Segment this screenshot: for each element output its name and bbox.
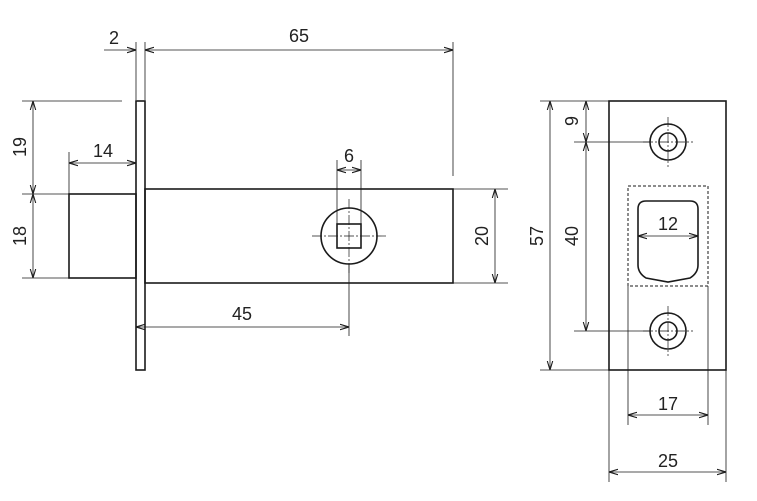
dim-lower-height: 18: [10, 226, 30, 246]
dim-case-height: 20: [472, 226, 492, 246]
dim-spindle-square: 6: [344, 146, 354, 166]
latch-opening-outline: [627, 185, 709, 287]
faceplate: [608, 100, 727, 371]
dim-screw-offset: 9: [562, 116, 582, 126]
latch-bolt: [68, 193, 137, 279]
latch-opening: [637, 200, 699, 283]
dim-screw-spacing: 40: [562, 226, 582, 246]
dim-latch-width: 17: [658, 394, 678, 414]
mounting-plate: [135, 100, 146, 371]
front-view: 57 9 40 12 17 25: [527, 100, 727, 482]
dim-faceplate-width: 25: [658, 451, 678, 471]
dim-faceplate-height: 57: [527, 226, 547, 246]
side-view: 2 65 19 18 14 6 20 45: [10, 26, 508, 371]
dim-plate-thickness: 2: [109, 28, 119, 48]
dim-spindle-position: 45: [232, 304, 252, 324]
dim-backset-total: 65: [289, 26, 309, 46]
latch-case: [144, 188, 454, 284]
dim-upper-offset: 19: [10, 137, 30, 157]
dim-body-length: 14: [93, 141, 113, 161]
dim-latch-opening: 12: [658, 214, 678, 234]
